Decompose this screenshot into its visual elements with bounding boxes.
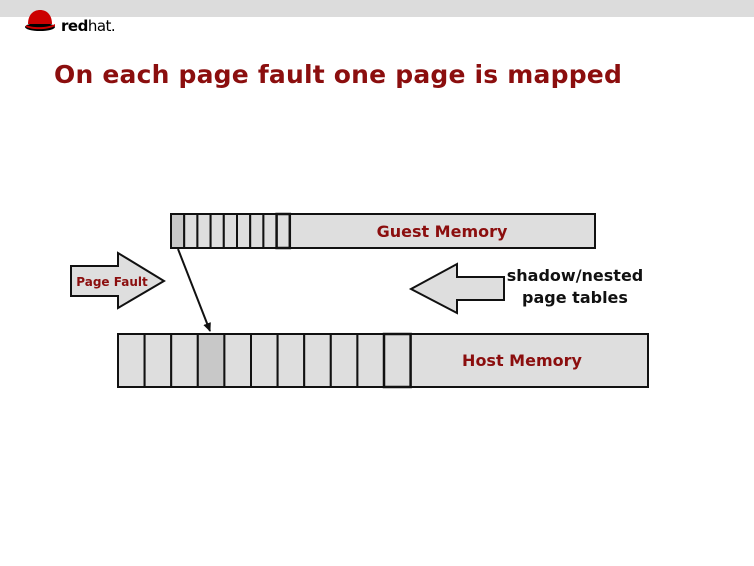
- guest-memory-block: Guest Memory: [170, 212, 596, 250]
- page-fault-label: Page Fault: [76, 275, 148, 289]
- page-cell-mapped: [170, 213, 186, 249]
- logo-wordmark: redhat.: [61, 17, 116, 35]
- host-page-cells: [117, 332, 412, 389]
- page-cell: [170, 333, 199, 388]
- page-cell: [329, 333, 359, 388]
- page-cell: [303, 333, 332, 388]
- page-cell: [249, 213, 265, 249]
- page-title: On each page fault one page is mapped: [54, 60, 623, 89]
- page-cell: [183, 213, 199, 249]
- page-tables-label-line2: page tables: [522, 288, 628, 307]
- page-cell: [117, 333, 146, 388]
- host-memory-block: Host Memory: [117, 332, 649, 389]
- page-cell: [276, 333, 306, 388]
- page-tables-label-line1: shadow/nested: [507, 266, 644, 285]
- logo-text-bold: red: [61, 17, 88, 35]
- page-cell: [356, 333, 385, 388]
- host-memory-label: Host Memory: [462, 351, 582, 370]
- right-arrow-icon: [70, 251, 166, 310]
- guest-page-cells: [170, 212, 292, 250]
- page-cell: [209, 213, 225, 249]
- redhat-fedora-icon: [25, 10, 55, 31]
- page-cell-mapped: [196, 333, 226, 388]
- left-arrow-icon: [408, 262, 505, 315]
- page-cell: [196, 213, 212, 249]
- page-cell: [382, 332, 412, 389]
- page-fault-arrow: Page Fault: [70, 251, 166, 310]
- page-cell: [222, 213, 239, 249]
- page-cell: [143, 333, 173, 388]
- page-cell: [250, 333, 279, 388]
- guest-memory-label: Guest Memory: [377, 222, 508, 241]
- redhat-logo: redhat.: [24, 8, 134, 36]
- page-tables-arrow: shadow/nested page tables: [408, 262, 644, 315]
- page-cell: [236, 213, 252, 249]
- top-bar: [0, 0, 754, 17]
- page-cell: [262, 213, 278, 249]
- page-cell: [275, 212, 292, 250]
- page-cell: [223, 333, 252, 388]
- logo-text-regular: hat.: [87, 17, 116, 35]
- mapping-arrow: [177, 248, 211, 332]
